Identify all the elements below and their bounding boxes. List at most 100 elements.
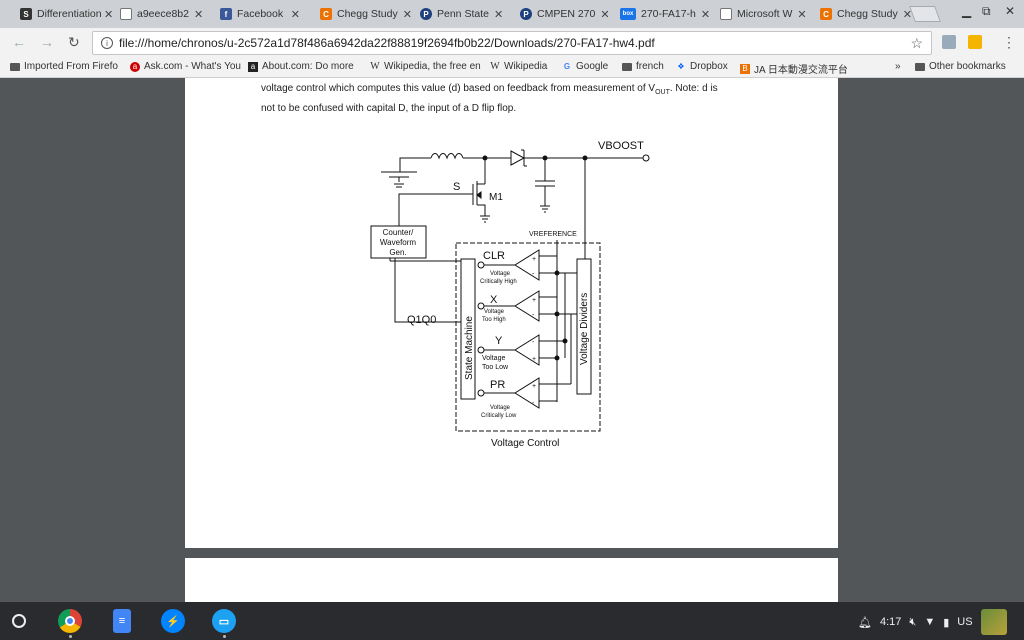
document-icon xyxy=(720,8,732,20)
bookmark-icon: B xyxy=(740,63,750,74)
plus-sign: + xyxy=(532,256,536,263)
ground-symbol xyxy=(480,215,490,223)
tab-3[interactable]: C Chegg Study ✕ xyxy=(308,2,412,26)
clock: 4:17 xyxy=(879,616,902,628)
penn-state-icon: P xyxy=(420,8,432,20)
tab-title: Penn State xyxy=(437,8,489,20)
close-tab-icon[interactable]: ✕ xyxy=(600,8,610,21)
comparator-name: CLR xyxy=(483,250,505,262)
tab-title: Chegg Study xyxy=(337,8,398,20)
files-icon[interactable]: ▭ xyxy=(212,609,236,633)
messenger-icon[interactable]: ⚡ xyxy=(161,609,185,633)
folder-icon xyxy=(622,62,632,71)
capacitor-symbol xyxy=(535,158,555,213)
close-tab-icon[interactable]: ✕ xyxy=(290,8,300,21)
gate-wire xyxy=(398,193,455,226)
url-text: file:///home/chronos/u-2c572a1d78f486a69… xyxy=(119,36,655,50)
mosfet-arrow xyxy=(476,191,482,199)
ask-icon: a xyxy=(130,61,140,72)
other-bookmarks[interactable]: Other bookmarks xyxy=(915,61,1006,72)
close-tab-icon[interactable]: ✕ xyxy=(193,8,204,21)
comparator-x xyxy=(477,290,571,322)
status-tray[interactable]: 🔔︎ 4:17 🔇︎ ▼ ▮ US xyxy=(852,608,1020,636)
update-icon[interactable] xyxy=(968,35,982,49)
junction-dot xyxy=(554,311,560,317)
wikipedia-icon: W xyxy=(370,61,380,72)
s-label: S xyxy=(453,181,460,193)
bookmark-item[interactable]: french xyxy=(622,61,664,72)
pdf-page: voltage control which computes this valu… xyxy=(185,78,838,548)
tab-1[interactable]: a9eece8b2 ✕ xyxy=(108,2,208,26)
plus-sign: + xyxy=(532,297,536,304)
reload-icon[interactable]: ↻ xyxy=(68,34,80,50)
ground-symbol xyxy=(381,171,417,188)
tab-4[interactable]: P Penn State ✕ xyxy=(408,2,508,26)
q1q0-bus xyxy=(394,258,461,323)
pdf-viewer[interactable]: voltage control which computes this valu… xyxy=(0,78,1024,602)
state-machine-label: State Machine xyxy=(464,316,475,380)
comparator-y xyxy=(477,334,565,366)
plus-sign: + xyxy=(532,383,536,390)
bookmark-star-icon[interactable]: ☆ xyxy=(910,35,923,51)
os-shelf: ≡ ⚡ ▭ 🔔︎ 4:17 🔇︎ ▼ ▮ US xyxy=(0,602,1024,640)
tab-7[interactable]: Microsoft W ✕ xyxy=(708,2,808,26)
tab-5[interactable]: P CMPEN 270 ✕ xyxy=(508,2,610,26)
close-tab-icon[interactable]: ✕ xyxy=(902,8,912,21)
folder-icon xyxy=(915,62,925,71)
back-icon[interactable]: ← xyxy=(12,34,26,50)
close-tab-icon[interactable]: ✕ xyxy=(493,8,504,21)
inductor-symbol xyxy=(430,153,464,160)
vreference-label: VREFERENCE xyxy=(529,231,577,238)
comparator-name: Y xyxy=(495,335,503,347)
new-tab-button[interactable] xyxy=(909,6,941,22)
battery-icon: ▮ xyxy=(943,616,950,629)
menu-icon[interactable]: ⋮ xyxy=(1002,34,1016,50)
tab-title: a9eece8b2 xyxy=(137,8,189,20)
address-bar[interactable]: i file:///home/chronos/u-2c572a1d78f486a… xyxy=(92,31,932,55)
plus-sign: + xyxy=(532,356,536,363)
close-tab-icon[interactable]: ✕ xyxy=(797,8,807,21)
chrome-icon[interactable] xyxy=(58,609,82,633)
forward-icon[interactable]: → xyxy=(40,34,54,50)
info-icon[interactable]: i xyxy=(101,37,113,49)
notification-icon: 🔔︎ xyxy=(858,616,872,629)
voltage-control-label: Voltage Control xyxy=(491,438,559,449)
tab-2[interactable]: f Facebook ✕ xyxy=(208,2,308,26)
comparator-desc: Too Low xyxy=(482,364,509,371)
mute-icon: 🔇︎ xyxy=(909,615,917,628)
tab-title: Chegg Study xyxy=(837,8,898,20)
voltage-dividers-label: Voltage Dividers xyxy=(579,293,590,365)
running-indicator xyxy=(223,635,226,638)
bookmark-item[interactable]: Imported From Firefo xyxy=(10,61,118,72)
minus-sign: - xyxy=(532,400,535,407)
comparator-clr xyxy=(477,249,565,281)
junction-dot xyxy=(562,338,568,344)
restore-icon[interactable]: ⧉ xyxy=(982,4,991,18)
favicon-icon: S xyxy=(20,8,32,20)
document-icon xyxy=(120,8,132,20)
bookmark-item[interactable]: ❖Dropbox xyxy=(677,61,728,72)
minimize-icon[interactable]: ▁ xyxy=(962,4,972,18)
launcher-icon[interactable] xyxy=(12,614,26,628)
extension-icon[interactable] xyxy=(942,35,956,49)
close-tab-icon[interactable]: ✕ xyxy=(700,8,711,21)
docs-icon[interactable]: ≡ xyxy=(113,609,131,633)
tab-6[interactable]: box 270-FA17-h ✕ xyxy=(608,2,711,26)
close-window-icon[interactable]: ✕ xyxy=(1005,4,1016,18)
bookmarks-overflow[interactable]: » xyxy=(895,61,901,72)
comparator-name: PR xyxy=(490,379,505,391)
wifi-icon: ▼ xyxy=(924,616,936,628)
browser-toolbar: ← → ↻ i file:///home/chronos/u-2c572a1d7… xyxy=(0,28,1024,58)
tab-0[interactable]: S Differentiation ✕ xyxy=(8,2,118,26)
tab-8[interactable]: C Chegg Study ✕ xyxy=(808,2,912,26)
counter-label-line3: Gen. xyxy=(389,248,406,257)
tab-title: Microsoft W xyxy=(737,8,793,20)
page-paragraph: voltage control which computes this valu… xyxy=(261,83,718,114)
comparator-name: X xyxy=(490,294,498,306)
